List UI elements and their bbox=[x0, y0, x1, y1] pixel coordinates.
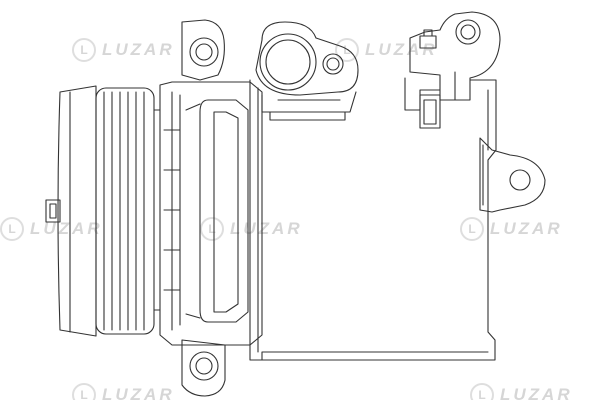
watermark-text: LUZAR bbox=[490, 219, 563, 238]
watermark-text: LUZAR bbox=[102, 385, 175, 400]
lower-left-mounting-boss bbox=[181, 339, 226, 397]
luzar-logo-icon: L bbox=[200, 217, 224, 241]
top-right-fitting bbox=[404, 11, 501, 129]
luzar-logo-icon: L bbox=[0, 217, 24, 241]
watermark: L LUZAR bbox=[72, 38, 175, 62]
watermark: L LUZAR bbox=[335, 38, 438, 62]
upper-left-mounting-boss bbox=[181, 19, 225, 81]
watermark: L LUZAR bbox=[460, 217, 563, 241]
luzar-logo-icon: L bbox=[460, 217, 484, 241]
watermark-text: LUZAR bbox=[365, 40, 438, 59]
luzar-logo-icon: L bbox=[72, 38, 96, 62]
watermark: L LUZAR bbox=[470, 383, 573, 400]
luzar-logo-icon: L bbox=[470, 383, 494, 400]
pulley bbox=[45, 85, 161, 337]
watermark: L LUZAR bbox=[72, 383, 175, 400]
watermark-text: LUZAR bbox=[30, 219, 103, 238]
watermark-text: LUZAR bbox=[230, 219, 303, 238]
right-mounting-ear bbox=[479, 137, 546, 213]
watermark-text: LUZAR bbox=[102, 40, 175, 59]
watermark-text: LUZAR bbox=[500, 385, 573, 400]
watermark: L LUZAR bbox=[200, 217, 303, 241]
luzar-logo-icon: L bbox=[335, 38, 359, 62]
compressor-body bbox=[249, 79, 497, 361]
top-center-port bbox=[255, 21, 359, 121]
luzar-logo-icon: L bbox=[72, 383, 96, 400]
front-housing bbox=[159, 81, 263, 346]
watermark: L LUZAR bbox=[0, 217, 103, 241]
